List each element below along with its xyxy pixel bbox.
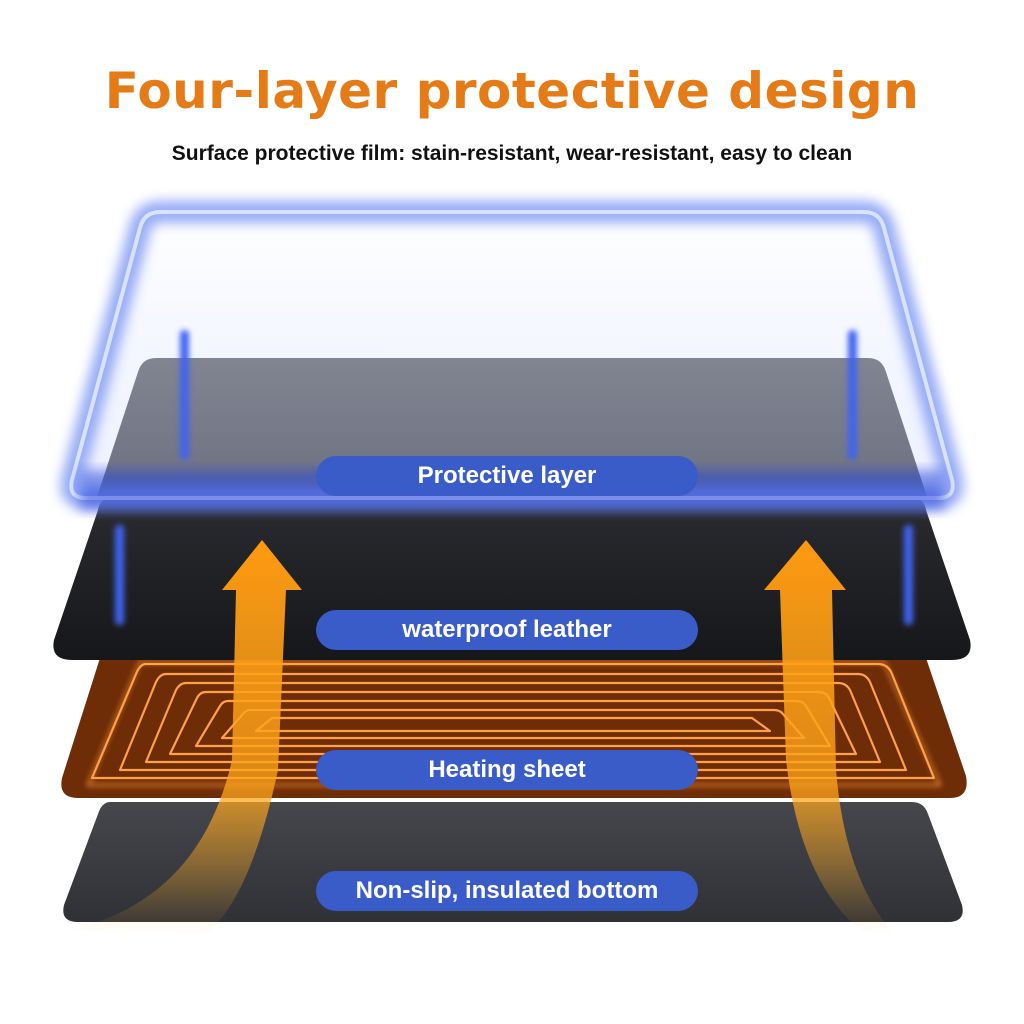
- label-heating-sheet: Heating sheet: [316, 750, 698, 790]
- label-protective-layer: Protective layer: [316, 456, 698, 496]
- label-waterproof-leather: waterproof leather: [316, 610, 698, 650]
- label-non-slip-bottom: Non-slip, insulated bottom: [316, 871, 698, 911]
